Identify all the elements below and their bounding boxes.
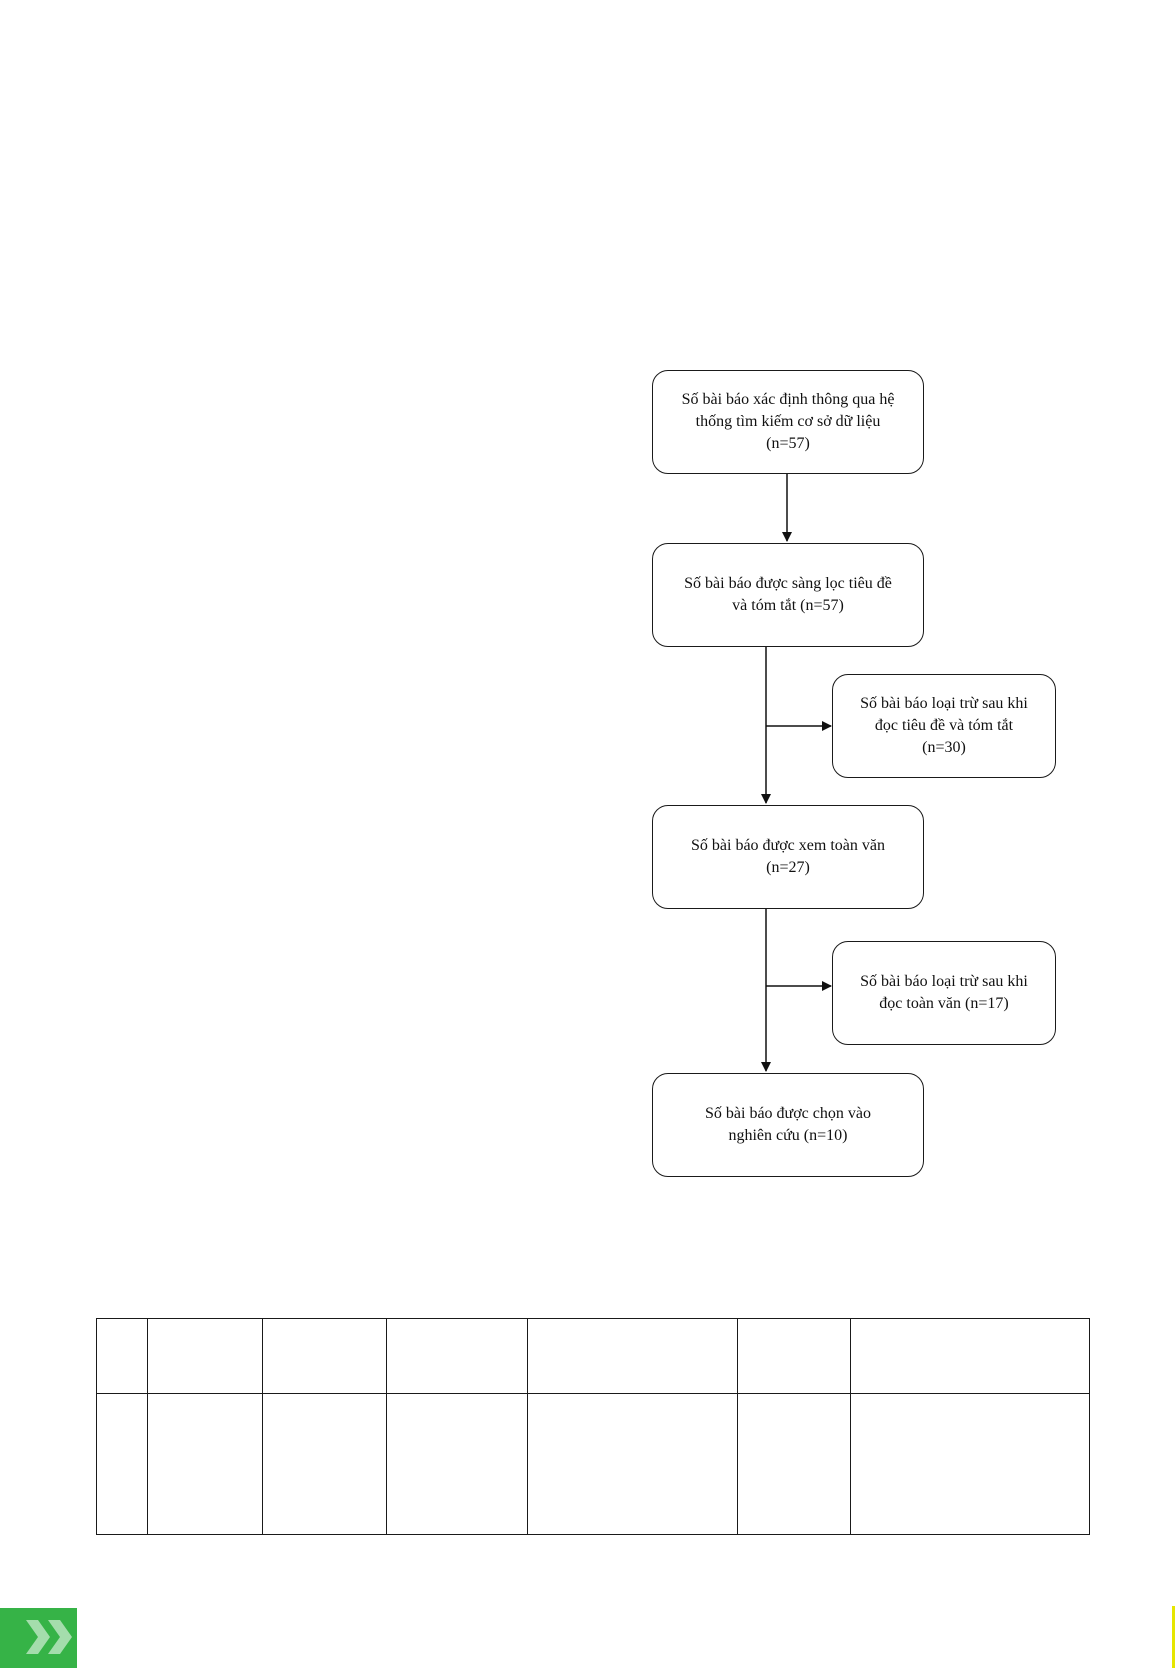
flow-box-included-line-1: Số bài báo được chọn vào [705, 1105, 871, 1122]
table-cell [850, 1318, 1090, 1394]
page-edge-mark [1172, 1606, 1175, 1668]
table-cell [850, 1393, 1090, 1535]
flow-box-excluded-abstract: Số bài báo loại trừ sau khi đọc tiêu đề … [832, 674, 1056, 778]
table-cell [527, 1318, 738, 1394]
flow-box-included: Số bài báo được chọn vào nghiên cứu (n=1… [652, 1073, 924, 1177]
table-cell [527, 1393, 738, 1535]
flow-box-identified: Số bài báo xác định thông qua hệ thống t… [652, 370, 924, 474]
table-cell [147, 1393, 263, 1535]
flow-box-screened-line-2: và tóm tắt (n=57) [732, 597, 844, 614]
flow-box-excluded-abstract-line-3: (n=30) [922, 739, 966, 756]
page-corner-tab [0, 1608, 77, 1668]
flow-box-fulltext-line-2: (n=27) [766, 859, 810, 876]
table-row [96, 1393, 1090, 1535]
data-table [96, 1318, 1090, 1535]
table-row [96, 1318, 1090, 1394]
flow-box-screened-line-1: Số bài báo được sàng lọc tiêu đề [684, 575, 892, 592]
flow-box-fulltext-line-1: Số bài báo được xem toàn văn [691, 837, 885, 854]
table-cell [737, 1393, 851, 1535]
double-chevron-right-icon [26, 1620, 72, 1654]
flow-box-included-line-2: nghiên cứu (n=10) [728, 1127, 848, 1144]
table-cell [147, 1318, 263, 1394]
table-cell [96, 1393, 148, 1535]
flow-box-excluded-fulltext-line-1: Số bài báo loại trừ sau khi [860, 973, 1028, 990]
flow-box-excluded-abstract-line-1: Số bài báo loại trừ sau khi [860, 695, 1028, 712]
table-cell [386, 1318, 528, 1394]
table-cell [96, 1318, 148, 1394]
flow-box-excluded-fulltext-line-2: đọc toàn văn (n=17) [879, 995, 1009, 1012]
flow-box-excluded-abstract-line-2: đọc tiêu đề và tóm tắt [874, 717, 1014, 734]
table-cell [737, 1318, 851, 1394]
table-cell [262, 1393, 387, 1535]
flow-box-identified-line-3: (n=57) [766, 435, 810, 452]
table-cell [262, 1318, 387, 1394]
flow-box-fulltext: Số bài báo được xem toàn văn (n=27) [652, 805, 924, 909]
flow-box-screened: Số bài báo được sàng lọc tiêu đề và tóm … [652, 543, 924, 647]
flow-box-identified-line-2: thống tìm kiếm cơ sở dữ liệu [695, 413, 881, 430]
flow-box-excluded-fulltext: Số bài báo loại trừ sau khi đọc toàn văn… [832, 941, 1056, 1045]
table-cell [386, 1393, 528, 1535]
flow-box-identified-line-1: Số bài báo xác định thông qua hệ [681, 391, 895, 408]
